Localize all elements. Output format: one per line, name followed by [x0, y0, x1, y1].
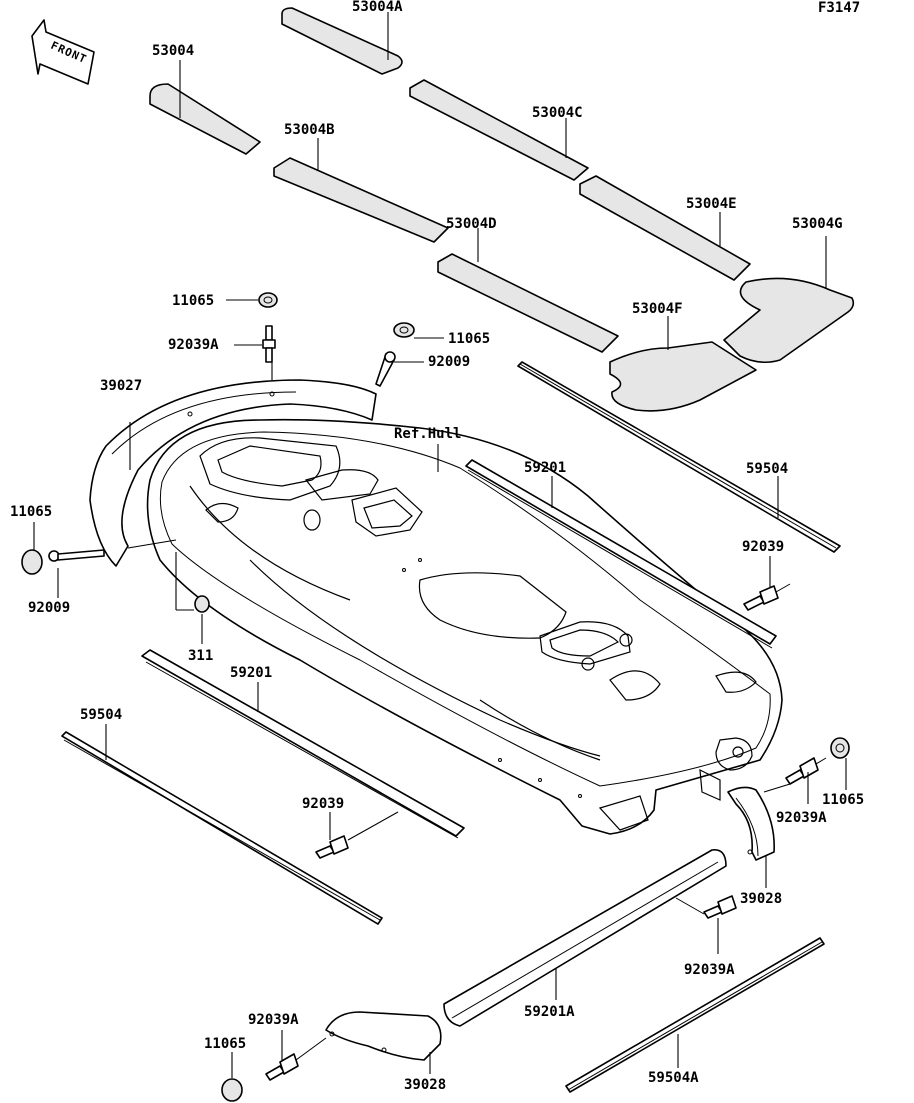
screw-92009-left[interactable] — [48, 549, 105, 598]
rivet-92039A-bottom[interactable] — [265, 1030, 327, 1081]
label-11065-left: 11065 — [10, 504, 52, 520]
label-53004E: 53004E — [686, 196, 737, 212]
rivet-92039A-top[interactable] — [234, 325, 276, 380]
label-11065-top: 11065 — [172, 293, 214, 309]
bumper-39027[interactable] — [89, 379, 377, 567]
bumper-39028-bottom[interactable] — [325, 1011, 442, 1074]
mat-53004G[interactable] — [723, 236, 855, 364]
label-53004C: 53004C — [532, 105, 583, 121]
nut-311[interactable] — [127, 539, 210, 644]
strip-59504A[interactable] — [565, 937, 825, 1093]
rivet-92039A-lower[interactable] — [675, 895, 737, 954]
label-11065-right: 11065 — [822, 792, 864, 808]
label-59201-right: 59201 — [524, 460, 566, 476]
rivet-92039-right[interactable] — [743, 556, 791, 611]
rivet-92039-left[interactable] — [315, 811, 399, 859]
cap-11065-top[interactable] — [226, 292, 278, 308]
rail-59201-right[interactable] — [465, 459, 777, 649]
label-53004F: 53004F — [632, 301, 683, 317]
label-53004: 53004 — [152, 43, 194, 59]
label-59201-left: 59201 — [230, 665, 272, 681]
strip-59504-left[interactable] — [61, 724, 383, 925]
label-53004B: 53004B — [284, 122, 335, 138]
label-59504A: 59504A — [648, 1070, 699, 1086]
mat-53004[interactable] — [149, 60, 261, 155]
mat-53004E[interactable] — [579, 175, 751, 281]
label-92039A-bottom: 92039A — [248, 1012, 299, 1028]
cap-11065-left[interactable] — [21, 522, 43, 575]
label-92039A-right: 92039A — [776, 810, 827, 826]
label-59504-left: 59504 — [80, 707, 122, 723]
screw-92009-top[interactable] — [375, 351, 424, 387]
label-92039-right: 92039 — [742, 539, 784, 555]
mat-53004D[interactable] — [437, 228, 619, 353]
label-92009-top: 92009 — [428, 354, 470, 370]
cap-11065-right[interactable] — [830, 737, 850, 790]
rail-59201-left[interactable] — [141, 649, 465, 839]
label-311: 311 — [188, 648, 213, 664]
mat-53004A[interactable] — [281, 7, 403, 75]
ref-hull-note: Ref.Hull — [394, 426, 461, 442]
label-92009-left: 92009 — [28, 600, 70, 616]
mat-53004B[interactable] — [273, 138, 449, 243]
label-53004G: 53004G — [792, 216, 843, 232]
label-39028-right: 39028 — [740, 891, 782, 907]
label-59201A: 59201A — [524, 1004, 575, 1020]
cap-11065-mid[interactable] — [393, 322, 444, 339]
label-53004D: 53004D — [446, 216, 497, 232]
bumper-39028-right[interactable] — [727, 786, 775, 888]
label-59504-right: 59504 — [746, 461, 788, 477]
front-arrow-icon: FRONT — [31, 19, 95, 85]
label-92039-left: 92039 — [302, 796, 344, 812]
rivet-92039A-right[interactable] — [763, 757, 827, 804]
label-53004A: 53004A — [352, 0, 403, 15]
rail-59201A[interactable] — [443, 849, 727, 1027]
label-39028-bottom: 39028 — [404, 1077, 446, 1093]
label-39027: 39027 — [100, 378, 142, 394]
mat-53004C[interactable] — [409, 79, 589, 181]
mat-53004F[interactable] — [609, 316, 757, 412]
label-11065-mid: 11065 — [448, 331, 490, 347]
strip-59504-right[interactable] — [517, 361, 841, 553]
figure-code: F3147 — [818, 0, 860, 16]
label-92039A-top: 92039A — [168, 337, 219, 353]
hull-reference — [146, 418, 783, 835]
label-92039A-lower: 92039A — [684, 962, 735, 978]
label-11065-bottom: 11065 — [204, 1036, 246, 1052]
cap-11065-bottom[interactable] — [221, 1052, 243, 1102]
